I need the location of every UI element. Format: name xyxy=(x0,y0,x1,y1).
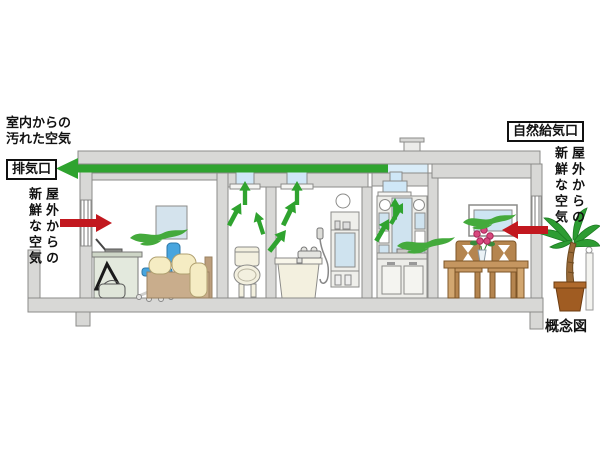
floor-post-right xyxy=(529,311,544,330)
bath-shelf xyxy=(330,211,360,288)
roof-slab xyxy=(77,150,541,165)
supply-air-arrow-right xyxy=(502,221,548,239)
shower-icon xyxy=(316,227,330,284)
wall-bath-washroom xyxy=(361,186,373,299)
palm-tree xyxy=(537,207,600,312)
floor-post-left xyxy=(75,311,91,327)
ceiling-bedroom xyxy=(91,172,218,181)
bed xyxy=(146,253,213,299)
wall-washroom-dining xyxy=(427,172,439,299)
bath-faucet-icon xyxy=(296,246,322,264)
roof-vent-cap xyxy=(399,137,425,143)
floor-slab xyxy=(27,297,544,313)
exhaust-air-arrow xyxy=(56,158,388,179)
wall-bedroom-toilet xyxy=(216,172,229,299)
ceiling-dining xyxy=(431,163,532,179)
desk xyxy=(91,238,143,299)
bath-vent-icon xyxy=(335,193,351,209)
drain-pipe xyxy=(585,246,594,311)
toilet-icon xyxy=(233,246,261,298)
fresh-air-left-label: 屋外からの 新鮮な空気 xyxy=(26,187,58,267)
supply-air-arrow-left xyxy=(60,214,112,232)
balcony-rail xyxy=(27,249,41,299)
flower-vase xyxy=(470,226,495,263)
natural-supply-port-label: 自然給気口 xyxy=(507,121,585,142)
diagram-caption: 概念図 xyxy=(545,319,587,335)
fresh-air-right-label: 屋外からの 新鮮な空気 xyxy=(552,146,584,226)
dirty-air-label: 室内からの 汚れた空気 xyxy=(6,116,72,147)
bathtub-icon xyxy=(274,257,323,299)
dining-table xyxy=(443,260,529,299)
exhaust-port-label: 排気口 xyxy=(6,159,58,180)
